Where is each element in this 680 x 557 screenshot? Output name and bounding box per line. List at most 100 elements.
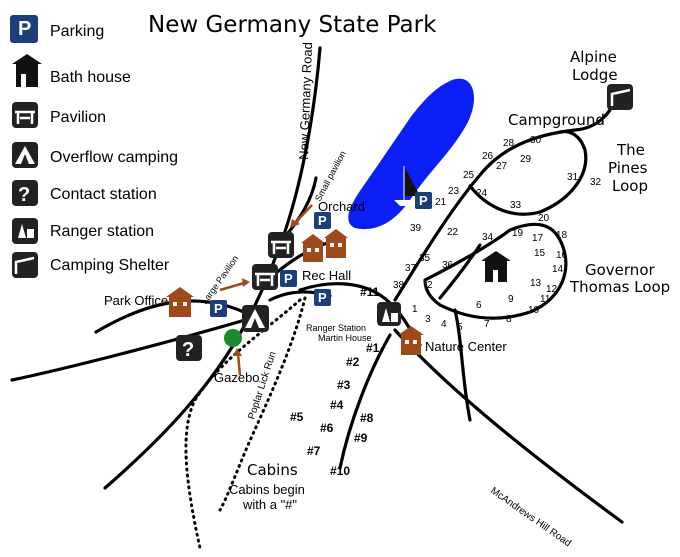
campground-label: Campground [508, 111, 605, 129]
park-office-label: Park Office [104, 293, 168, 308]
cabin-number: #8 [360, 411, 374, 425]
svg-text:P: P [214, 301, 223, 316]
pines-loop-label-3: Loop [612, 177, 648, 195]
site-number: 35 [419, 253, 431, 264]
legend-label: Parking [50, 23, 104, 40]
alpine-lodge-label-2: Lodge [572, 66, 618, 84]
gazebo-icon [224, 329, 242, 347]
bath-house-icon [481, 251, 511, 282]
nature-center-building [398, 326, 424, 355]
site-number: 15 [534, 248, 546, 259]
site-number: 21 [435, 197, 447, 208]
parking-icon-ranger: P [314, 289, 331, 306]
governor-loop-label-1: Governor [585, 261, 655, 279]
site-number: 10 [528, 305, 540, 316]
cabins-label: Cabins [247, 461, 298, 479]
lake-house-building-1 [301, 234, 325, 262]
site-number: 23 [448, 186, 460, 197]
overflow-camping-icon [242, 305, 269, 332]
cabin-number: #10 [330, 464, 350, 478]
boat-icon [394, 166, 420, 206]
legend-bath-house: Bath house [12, 54, 131, 87]
svg-text:P: P [419, 193, 428, 208]
contact-station-icon: ? [176, 335, 202, 361]
legend-label: Pavilion [50, 109, 106, 126]
site-number: 4 [441, 319, 447, 330]
parking-icon-rec: P [280, 270, 297, 287]
bath-house-icon [12, 54, 42, 87]
site-number: 14 [552, 264, 564, 275]
building-icons [166, 229, 424, 355]
site-number: 9 [508, 294, 514, 305]
large-pavilion-label: Large Pavilion [199, 254, 240, 306]
lake-house-building-2 [324, 229, 348, 258]
poplar-lick-trail [218, 296, 307, 512]
cabin-number: #7 [307, 444, 321, 458]
site-number: 5 [457, 322, 463, 333]
park-office-building [166, 287, 194, 317]
site-number: 12 [546, 284, 558, 295]
alpine-lodge-label: Alpine [570, 48, 617, 66]
legend: P Parking Bath house Pavilion Overflow c… [10, 15, 178, 278]
svg-text:?: ? [182, 339, 194, 361]
site-number: 13 [530, 278, 542, 289]
site-number: 25 [463, 170, 475, 181]
contact-station-icon [12, 180, 38, 206]
legend-contact-station: ? Contact station [12, 180, 157, 206]
site-number: 27 [496, 161, 508, 172]
svg-text:P: P [284, 271, 293, 286]
rec-hall-label: Rec Hall [302, 268, 351, 283]
cabin-number: #11 [360, 285, 380, 299]
ranger-station-label: Ranger Station [306, 323, 366, 333]
lake [348, 78, 475, 230]
site-number: 37 [405, 263, 417, 274]
cabin-number: #5 [290, 410, 304, 424]
lake-house-label-2: house [348, 248, 386, 263]
site-number: 34 [482, 232, 494, 243]
site-number: 18 [556, 230, 568, 241]
site-number: 36 [442, 260, 454, 271]
pavilion-icon [12, 102, 38, 128]
cabin-numbers: #1 #2 #3 #4 #5 #6 #7 #8 #9 #10 #11 [290, 285, 380, 478]
site-number: 28 [503, 138, 515, 149]
ranger-station-icon [12, 218, 38, 244]
legend-pavilion: Pavilion [12, 102, 106, 128]
site-number: 3 [425, 314, 431, 325]
legend-ranger-station: Ranger station [12, 218, 154, 244]
map-title: New Germany State Park [148, 12, 437, 38]
site-number: 38 [393, 280, 405, 291]
legend-camping-shelter: Camping Shelter [12, 252, 170, 278]
small-pavilion-label: Small pavilion [313, 149, 348, 203]
site-number: 6 [476, 300, 482, 311]
site-number: 26 [482, 151, 494, 162]
site-number: 7 [484, 319, 490, 330]
pines-loop-label-1: The [616, 141, 645, 159]
nature-center-label: Nature Center [425, 339, 507, 354]
site-number: 19 [512, 228, 524, 239]
site-number: 30 [530, 135, 542, 146]
pines-loop-label-2: Pines [608, 159, 648, 177]
legend-label: Ranger station [50, 223, 154, 240]
orchard-label: Orchard [318, 199, 365, 214]
cabin-number: #4 [330, 398, 344, 412]
site-number: 31 [567, 172, 579, 183]
new-germany-road-label: New Germany Road [296, 42, 315, 160]
campsite-numbers: 1 2 3 4 5 6 7 8 9 10 11 12 13 14 15 16 1… [393, 135, 602, 333]
svg-text:P: P [318, 290, 327, 305]
site-number: 32 [590, 177, 602, 188]
svg-text:P: P [318, 213, 327, 228]
mcandrews-road-label: McAndrews Hill Road [488, 485, 573, 549]
cabin-number: #1 [366, 341, 380, 355]
ranger-station-icon [377, 302, 401, 326]
alpine-lodge-shelter-icon [607, 84, 633, 110]
lake-house-label-1: Lake [350, 234, 380, 249]
legend-label: Bath house [50, 69, 131, 86]
site-number: 1 [412, 304, 418, 315]
site-number: 22 [447, 227, 459, 238]
site-number: 8 [506, 314, 512, 325]
legend-label: Overflow camping [50, 149, 178, 166]
legend-label: Contact station [50, 186, 157, 203]
site-number: 17 [532, 233, 544, 244]
site-number: 11 [540, 294, 551, 305]
site-number: 2 [427, 280, 433, 291]
